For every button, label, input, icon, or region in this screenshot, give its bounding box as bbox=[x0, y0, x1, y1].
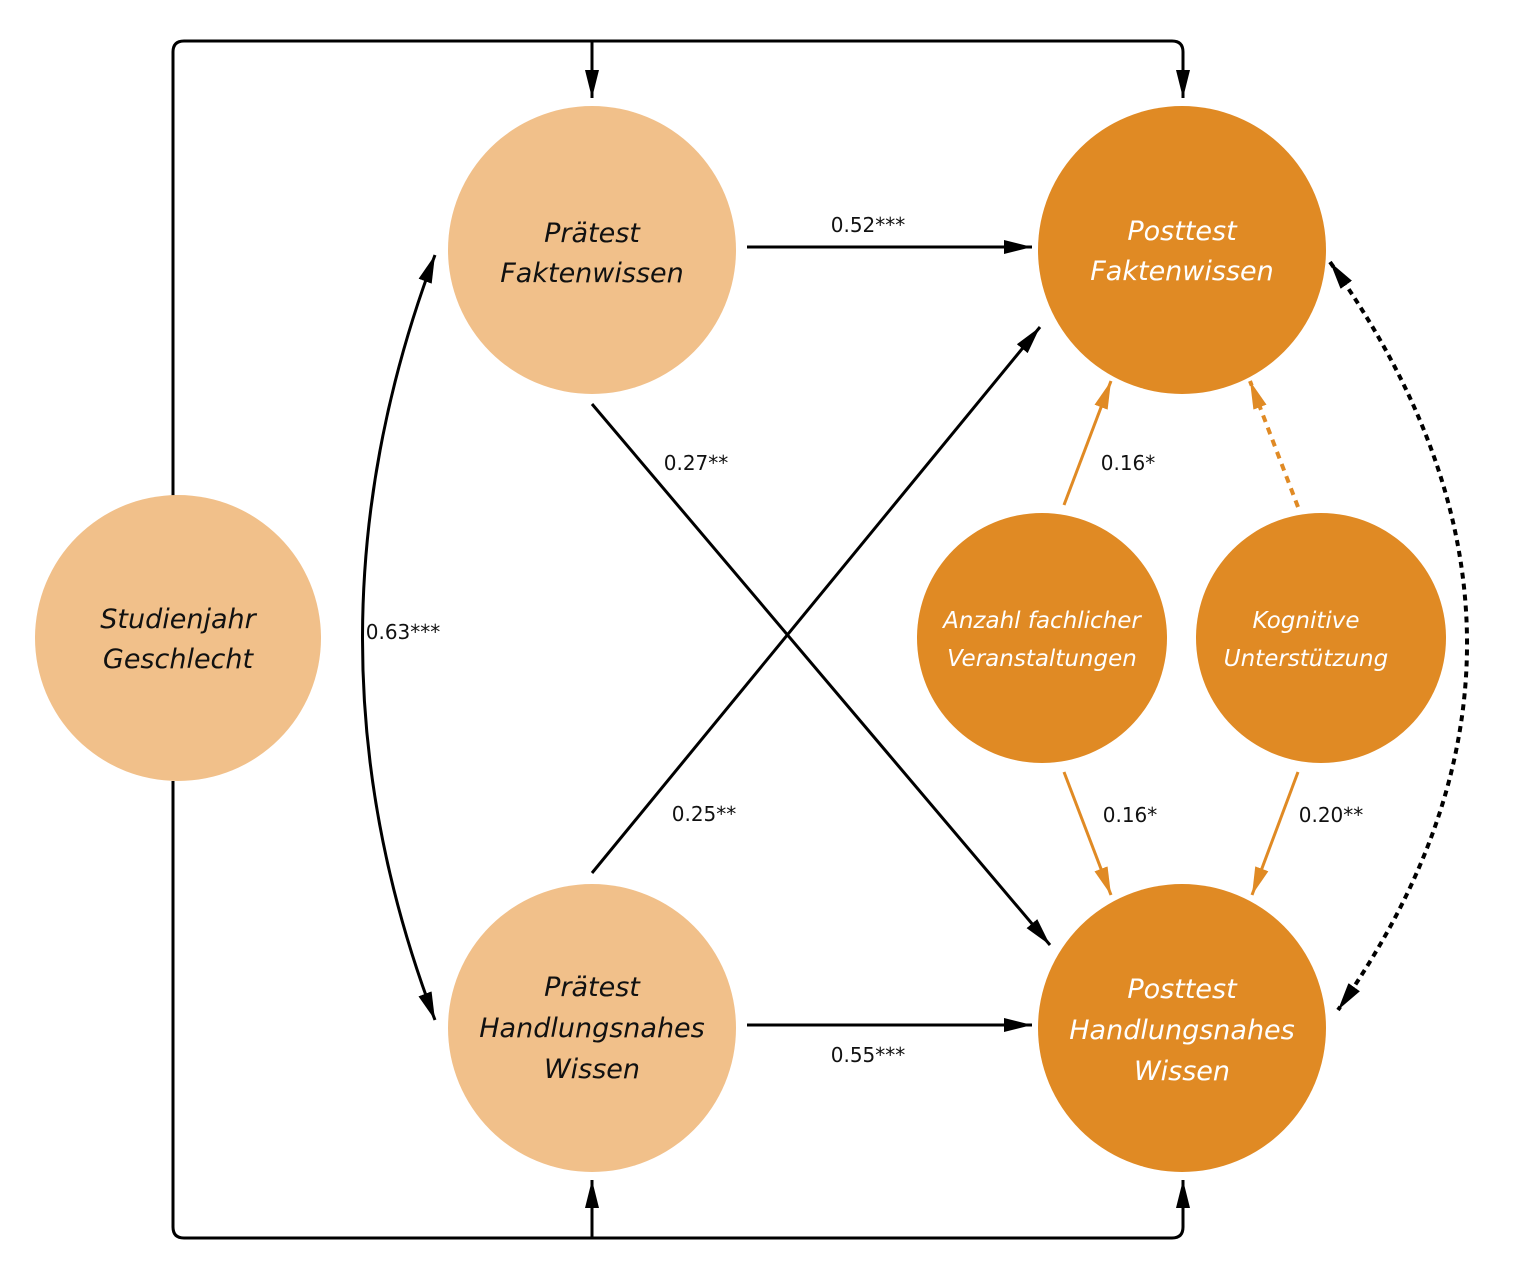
path-pretest-fakten-to-posttest-handlung bbox=[590, 403, 1052, 946]
node-label-line: Prätest bbox=[544, 972, 641, 1003]
node-label-line: Faktenwissen bbox=[500, 258, 683, 289]
node-label-line: Studienjahr bbox=[100, 604, 257, 635]
path-anzahl-to-posttest-handlung bbox=[1062, 771, 1113, 896]
coef-pretest-fakten-to-posttest-fakten: 0.52*** bbox=[831, 213, 906, 237]
coef-pretest-handlung-to-posttest-fakten: 0.25** bbox=[672, 802, 737, 826]
path-anzahl-to-posttest-fakten bbox=[1062, 380, 1113, 506]
coef-anzahl-to-posttest-fakten: 0.16* bbox=[1101, 451, 1156, 475]
coef-kognitiv-to-posttest-handlung: 0.20** bbox=[1299, 803, 1364, 827]
node-label-line: Geschlecht bbox=[103, 644, 255, 675]
path-kognitiv-to-posttest-fakten bbox=[1248, 380, 1300, 508]
node-label-line: Kognitive bbox=[1252, 608, 1359, 634]
node-label-line: Wissen bbox=[1134, 1056, 1230, 1087]
covariate-top-bracket bbox=[171, 39, 1190, 497]
node-label-line: Unterstützung bbox=[1224, 646, 1388, 672]
node-label-line: Posttest bbox=[1127, 216, 1238, 247]
node-pretest-faktenwissen: Prätest Faktenwissen bbox=[448, 106, 736, 394]
node-anzahl-fachlicher-veranstaltungen: Anzahl fachlicher Veranstaltungen bbox=[917, 513, 1167, 763]
node-label-line: Faktenwissen bbox=[1090, 256, 1273, 287]
node-studienjahr-geschlecht: Studienjahr Geschlecht bbox=[35, 495, 321, 781]
path-kognitiv-to-posttest-handlung bbox=[1250, 771, 1300, 896]
node-kognitive-unterstuetzung: Kognitive Unterstützung bbox=[1196, 513, 1446, 763]
covariate-bottom-bracket bbox=[171, 781, 1190, 1240]
node-label-line: Posttest bbox=[1127, 974, 1238, 1005]
node-label-line: Prätest bbox=[544, 218, 641, 249]
node-posttest-handlungsnahes-wissen: Posttest Handlungsnahes Wissen bbox=[1038, 884, 1326, 1172]
coef-pretest-correlation: 0.63*** bbox=[366, 620, 441, 644]
coef-anzahl-to-posttest-handlung: 0.16* bbox=[1103, 803, 1158, 827]
node-pretest-handlungsnahes-wissen: Prätest Handlungsnahes Wissen bbox=[448, 884, 736, 1172]
path-pretest-handlung-to-posttest-fakten bbox=[590, 326, 1042, 874]
node-label-line: Handlungsnahes bbox=[479, 1013, 704, 1044]
coef-pretest-handlung-to-posttest-handlung: 0.55*** bbox=[831, 1043, 906, 1067]
node-label-line: Veranstaltungen bbox=[947, 646, 1137, 672]
node-label-line: Anzahl fachlicher bbox=[941, 608, 1142, 634]
node-posttest-faktenwissen: Posttest Faktenwissen bbox=[1038, 106, 1326, 394]
node-label-line: Handlungsnahes bbox=[1069, 1015, 1294, 1046]
coef-pretest-fakten-to-posttest-handlung: 0.27** bbox=[664, 451, 729, 475]
node-label-line: Wissen bbox=[544, 1054, 640, 1085]
correlation-arc-pretests bbox=[361, 254, 437, 1021]
